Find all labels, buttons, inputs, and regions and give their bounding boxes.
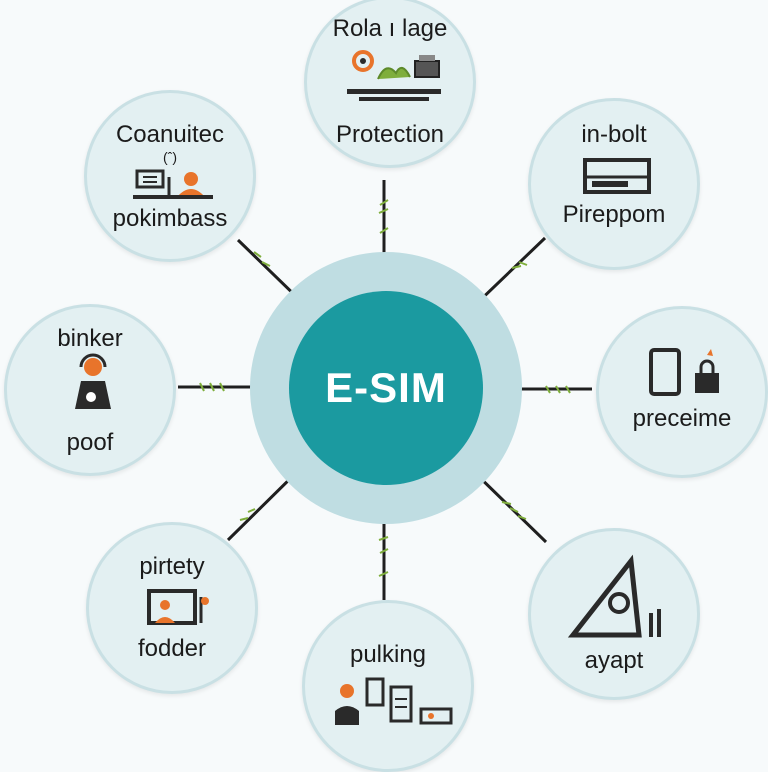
target-plant-printer-icon xyxy=(347,50,441,101)
hub-label: E-SIM xyxy=(325,364,447,411)
node-bottom[interactable]: pulking xyxy=(302,600,474,772)
node-top-left-caption: pokimbass xyxy=(112,205,228,232)
node-top-right-caption: Pireppom xyxy=(562,201,666,228)
node-top-caption: Protection xyxy=(335,121,445,148)
node-right[interactable]: preceime xyxy=(596,306,768,478)
node-bottom-right-caption: ayapt xyxy=(584,647,644,674)
server-icon xyxy=(583,158,651,194)
phone-lock-icon xyxy=(649,348,719,396)
person-calculator-icon xyxy=(335,677,453,725)
node-left-caption: poof xyxy=(66,429,114,456)
node-top-right-title: in-bolt xyxy=(581,121,647,148)
node-top-title: Rola ı lage xyxy=(332,15,448,42)
node-right-caption: preceime xyxy=(632,405,732,432)
node-top-left-icon-text: (ˆ) xyxy=(163,149,177,165)
node-bottom-left[interactable]: pirtety fodder xyxy=(86,522,258,694)
node-top-left-title: Coanuitec xyxy=(115,121,225,148)
hub-circle[interactable]: E-SIM xyxy=(289,291,483,485)
node-top[interactable]: Rola ı lage Protection xyxy=(304,0,476,168)
node-bottom-left-title: pirtety xyxy=(139,553,205,580)
node-bottom-left-caption: fodder xyxy=(137,635,207,662)
leaf-decoration xyxy=(199,199,571,577)
node-left[interactable]: binker poof xyxy=(4,304,176,476)
tent-triangle-icon xyxy=(567,554,661,638)
headset-person-icon xyxy=(75,353,111,409)
laptop-person-icon xyxy=(133,169,213,199)
node-left-title: binker xyxy=(57,325,123,352)
node-top-right[interactable]: in-bolt Pireppom xyxy=(528,98,700,270)
node-top-left[interactable]: Coanuitec (ˆ) pokimbass xyxy=(84,90,256,262)
node-bottom-right[interactable]: ayapt xyxy=(528,528,700,700)
person-screen-icon xyxy=(147,589,209,625)
node-bottom-title: pulking xyxy=(349,641,427,668)
